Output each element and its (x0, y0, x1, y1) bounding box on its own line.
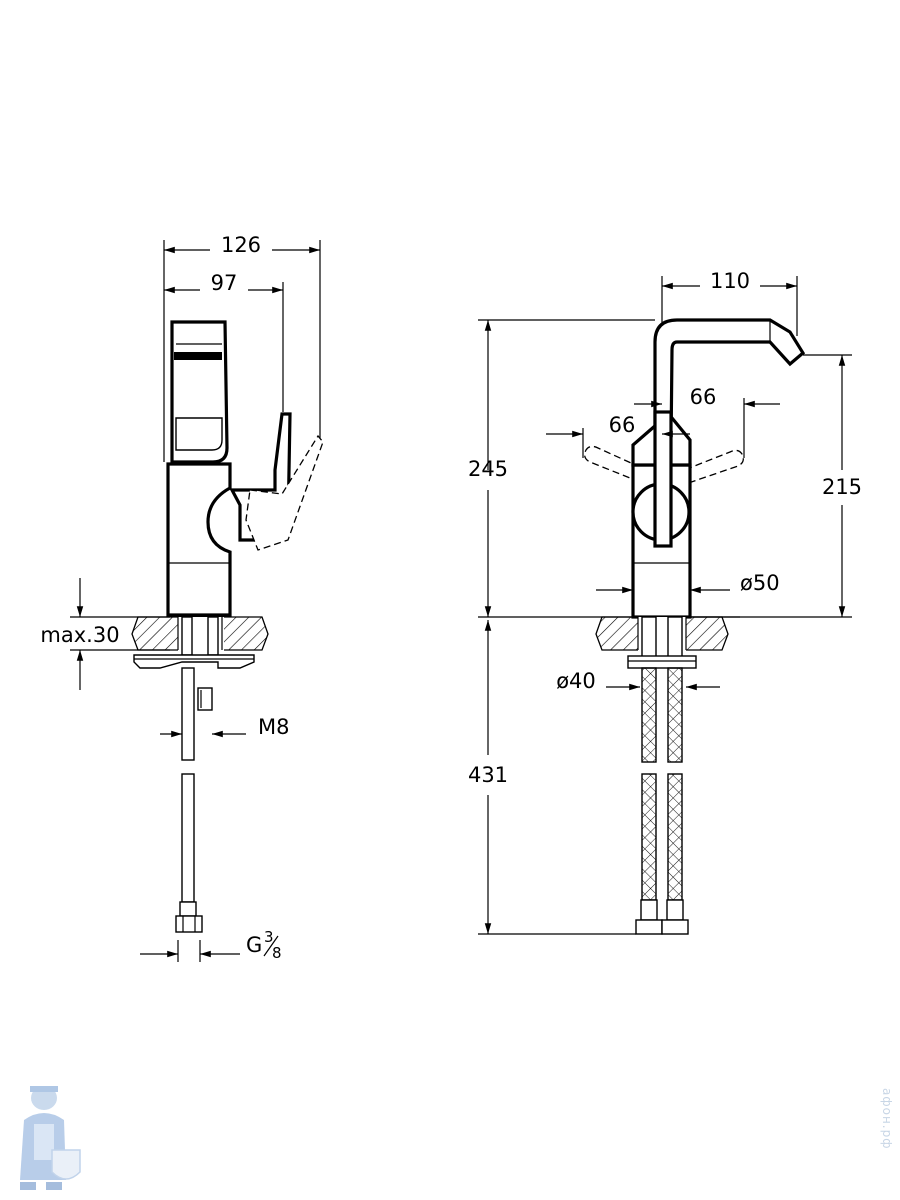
label-g-num: 3 (264, 928, 274, 946)
side-lever-ghost (245, 434, 324, 551)
label-m8: M8 (258, 715, 289, 739)
label-d50: ø50 (740, 571, 780, 595)
dim-g38: G 3 8 (140, 928, 282, 962)
side-body (166, 462, 232, 617)
dim-m8: M8 (160, 715, 289, 739)
front-hoses (635, 667, 689, 935)
side-mount-plate (133, 654, 255, 669)
label-215: 215 (822, 475, 862, 499)
dim-d50: ø50 (596, 571, 780, 595)
side-aerator (174, 352, 222, 360)
dim-110: 110 (661, 269, 798, 336)
dim-245: 245 (468, 319, 655, 617)
label-97: 97 (211, 271, 238, 295)
dim-66-left: 66 (546, 413, 690, 458)
front-view: 110 66 66 (468, 269, 862, 935)
side-view: 126 97 (40, 233, 324, 962)
dim-d40: ø40 (556, 669, 720, 693)
label-431: 431 (468, 763, 508, 787)
side-hose (181, 773, 195, 903)
label-g: G (246, 933, 262, 957)
dim-97: 97 (164, 271, 284, 412)
label-110: 110 (710, 269, 750, 293)
side-rod (181, 667, 195, 761)
label-g-den: 8 (272, 944, 282, 962)
front-mount-plate (627, 655, 697, 669)
label-d40: ø40 (556, 669, 596, 693)
dim-431: 431 (468, 620, 636, 935)
label-max30: max.30 (40, 623, 119, 647)
label-66-left: 66 (609, 413, 636, 437)
label-126: 126 (221, 233, 261, 257)
watermark-text: афон.рф (880, 1088, 894, 1150)
dim-max30: max.30 (40, 578, 170, 690)
dim-126: 126 (163, 233, 321, 462)
plumber-logo (20, 1086, 81, 1190)
front-lever (653, 410, 673, 548)
label-66-right: 66 (690, 385, 717, 409)
dim-66-right: 66 (634, 385, 780, 458)
label-245: 245 (468, 457, 508, 481)
